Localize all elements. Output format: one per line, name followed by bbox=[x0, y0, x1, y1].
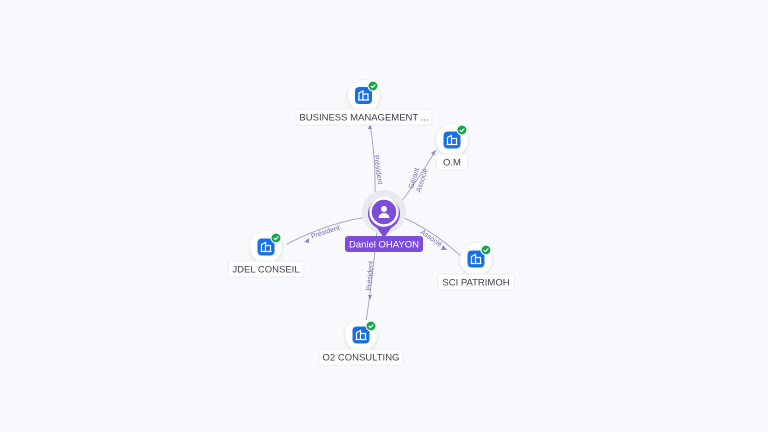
person-node-daniel-ohayon[interactable]: Daniel OHAYON bbox=[345, 190, 423, 252]
edge-arrow bbox=[368, 124, 372, 129]
company-node-o2-consulting[interactable]: O2 CONSULTING bbox=[318, 319, 404, 366]
edge-arrow bbox=[441, 245, 447, 250]
edge-arrow bbox=[431, 150, 436, 156]
check-badge-icon bbox=[367, 80, 379, 92]
company-label-bg bbox=[295, 108, 433, 126]
company-name: BUSINESS MANAGEMENT ... bbox=[299, 113, 428, 124]
building-icon bbox=[355, 87, 372, 104]
company-name: SCI PATRIMOH bbox=[442, 278, 509, 289]
company-name: JDEL CONSEIL bbox=[232, 265, 299, 276]
company-node-sci-patrimoh[interactable]: SCI PATRIMOH bbox=[437, 243, 515, 291]
check-badge-icon bbox=[456, 124, 468, 136]
edge-label-president: Président bbox=[366, 261, 375, 291]
check-badge-icon bbox=[270, 232, 282, 244]
edge-jdel-conseil[interactable] bbox=[286, 216, 369, 245]
company-node-om[interactable]: O.M bbox=[435, 124, 469, 171]
building-icon bbox=[257, 238, 275, 256]
edge-arrow bbox=[304, 238, 309, 243]
person-name: Daniel OHAYON bbox=[349, 240, 419, 251]
company-name: O2 CONSULTING bbox=[323, 353, 400, 364]
company-label-bg bbox=[437, 273, 515, 291]
company-label-bg bbox=[227, 260, 305, 278]
company-node-jdel-conseil[interactable]: JDEL CONSEIL bbox=[227, 231, 305, 278]
edge-label-president: Président bbox=[372, 155, 383, 185]
person-label-bg bbox=[345, 236, 423, 252]
person-icon bbox=[378, 206, 390, 218]
edge-arrow bbox=[368, 295, 372, 300]
check-badge-icon bbox=[365, 320, 377, 332]
company-node-business-management[interactable]: BUSINESS MANAGEMENT ... bbox=[295, 80, 433, 126]
company-label-bg bbox=[435, 153, 469, 171]
company-label-bg bbox=[318, 348, 404, 366]
building-icon bbox=[467, 250, 485, 268]
company-name: O.M bbox=[443, 158, 461, 169]
building-icon bbox=[352, 326, 370, 344]
check-badge-icon bbox=[480, 244, 492, 256]
edge-business-management[interactable] bbox=[369, 123, 376, 199]
building-icon bbox=[443, 131, 461, 149]
